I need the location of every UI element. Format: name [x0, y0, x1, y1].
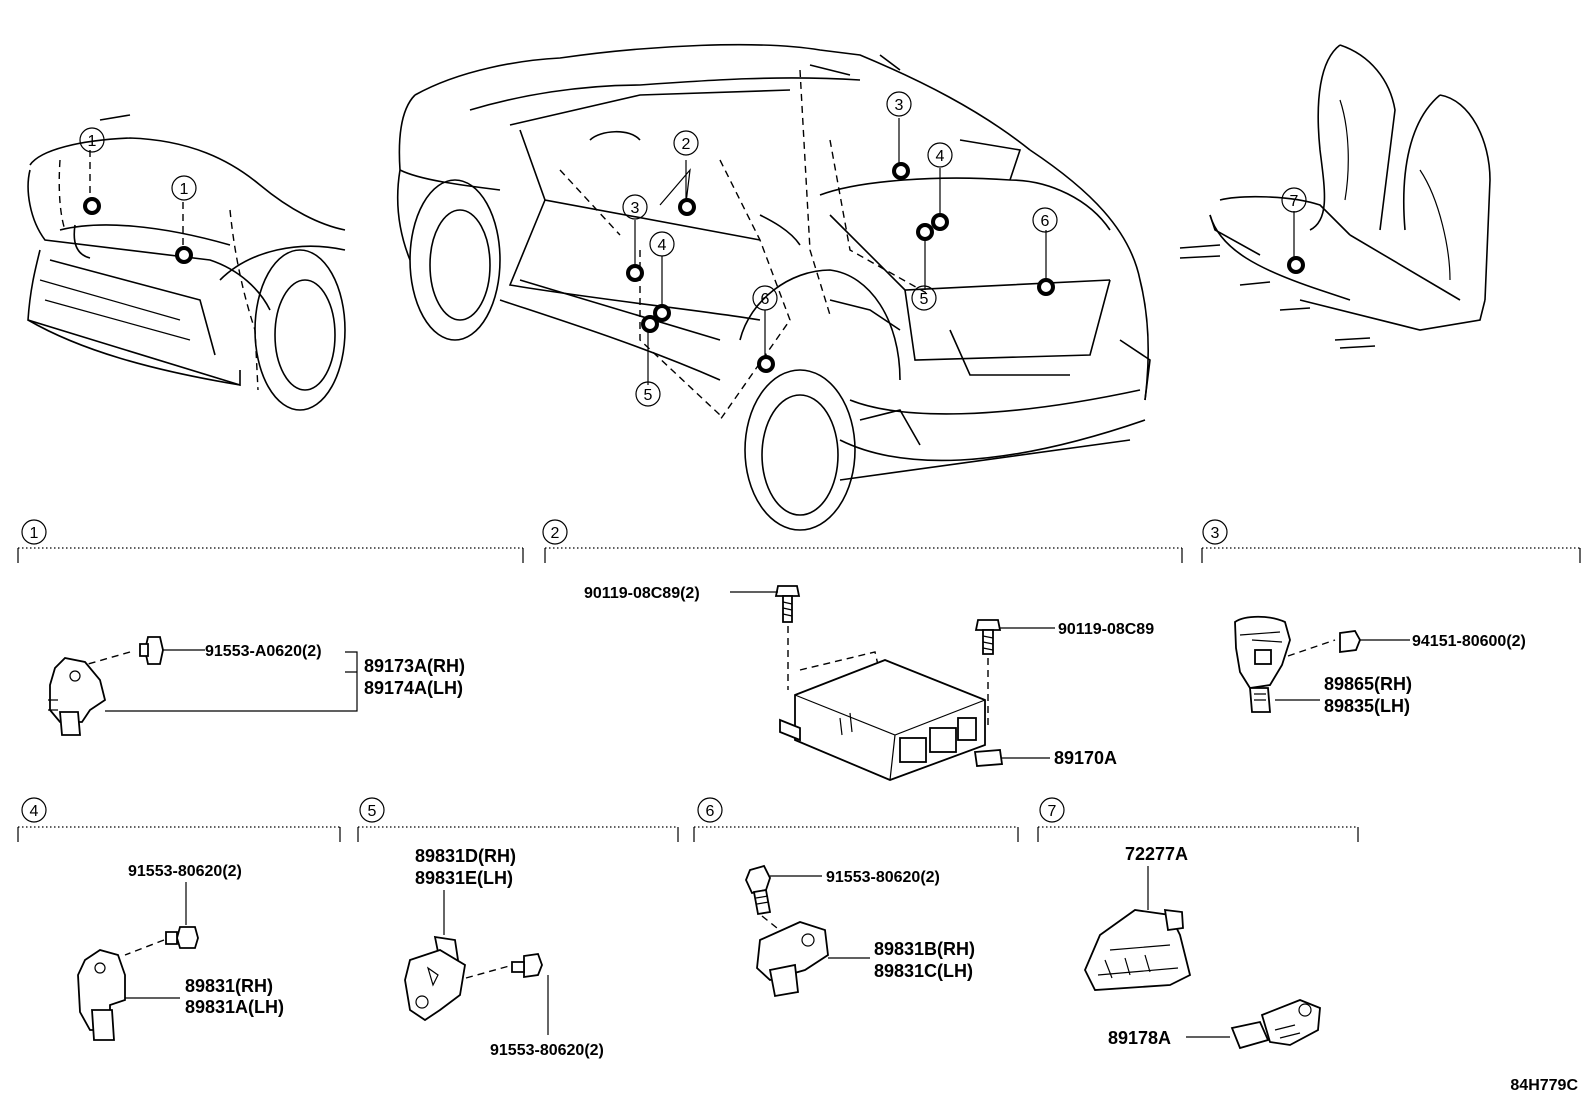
section-6-parts: 91553-80620(2) 89831B(RH) 89831C(LH) — [745, 864, 975, 998]
part-94151-80600: 94151-80600(2) — [1412, 633, 1526, 650]
section-6-number: 6 — [706, 803, 715, 820]
callout-6a: 6 — [1041, 213, 1050, 230]
callout-6b: 6 — [761, 291, 770, 308]
part-89174A-LH: 89174A(LH) — [364, 678, 463, 698]
part-91553-80620-s4: 91553-80620(2) — [128, 863, 242, 880]
part-89831A-LH: 89831A(LH) — [185, 997, 284, 1017]
section-3-number: 3 — [1211, 525, 1220, 542]
part-89831D-RH: 89831D(RH) — [415, 846, 516, 866]
illustration-callouts: 1 1 2 3 3 4 4 5 5 6 6 7 — [79, 91, 1307, 407]
callout-4b: 4 — [936, 148, 945, 165]
part-89173A-RH: 89173A(RH) — [364, 656, 465, 676]
section-2-parts: 90119-08C89(2) 90119-08C89 89170A — [584, 585, 1154, 781]
callout-7: 7 — [1290, 193, 1299, 210]
section-headers: 1 2 3 4 5 6 7 — [17, 519, 1581, 842]
rear-vehicle-view — [396, 43, 1151, 531]
section-1-parts: 91553-A0620(2) 89173A(RH) 89174A(LH) — [48, 636, 465, 736]
part-72277A: 72277A — [1125, 844, 1188, 864]
callout-2: 2 — [682, 136, 691, 153]
callout-1a: 1 — [88, 133, 97, 150]
part-91553-80620-s5: 91553-80620(2) — [490, 1042, 604, 1059]
part-89831C-LH: 89831C(LH) — [874, 961, 973, 981]
part-89178A: 89178A — [1108, 1028, 1171, 1048]
callout-5b: 5 — [920, 291, 929, 308]
part-89865-RH: 89865(RH) — [1324, 674, 1412, 694]
section-4-parts: 91553-80620(2) 89831(RH) 89831A(LH) — [77, 863, 284, 1041]
part-89170A: 89170A — [1054, 748, 1117, 768]
part-89831E-LH: 89831E(LH) — [415, 868, 513, 888]
part-89831-RH: 89831(RH) — [185, 976, 273, 996]
section-5-parts: 89831D(RH) 89831E(LH) 91553-80620(2) — [404, 846, 604, 1059]
part-91553-80620-s6: 91553-80620(2) — [826, 869, 940, 886]
section-3-parts: 94151-80600(2) 89865(RH) 89835(LH) — [1234, 615, 1526, 716]
diagram-id-label: 84H779C — [1510, 1077, 1578, 1094]
section-7-number: 7 — [1048, 803, 1057, 820]
front-vehicle-view — [27, 114, 346, 411]
section-5-number: 5 — [368, 803, 377, 820]
part-89831B-RH: 89831B(RH) — [874, 939, 975, 959]
section-1-number: 1 — [30, 525, 39, 542]
section-2-number: 2 — [551, 525, 560, 542]
seat-view — [1179, 44, 1491, 349]
callout-3a: 3 — [631, 200, 640, 217]
callout-5a: 5 — [644, 387, 653, 404]
part-90119-08C89-2: 90119-08C89(2) — [584, 585, 700, 602]
section-7-parts: 72277A 89178A — [1084, 844, 1321, 1050]
callout-1b: 1 — [180, 181, 189, 198]
callout-4a: 4 — [658, 237, 667, 254]
part-89835-LH: 89835(LH) — [1324, 696, 1410, 716]
section-4-number: 4 — [30, 803, 39, 820]
part-90119-08C89: 90119-08C89 — [1058, 621, 1154, 638]
callout-3b: 3 — [895, 97, 904, 114]
part-91553-A0620: 91553-A0620(2) — [205, 643, 322, 660]
